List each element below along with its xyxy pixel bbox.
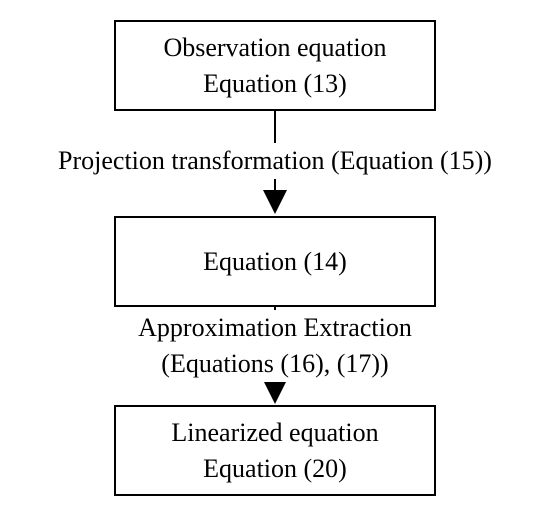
arrow-2-head [263, 380, 287, 404]
approximation-extraction-label: Approximation Extraction (Equations (16)… [0, 310, 550, 382]
projection-transformation-label: Projection transformation (Equation (15)… [0, 143, 550, 179]
approximation-extraction-refs: (Equations (16), (17)) [159, 349, 391, 378]
observation-equation-box: Observation equation Equation (13) [114, 20, 436, 111]
equation-14-title: Equation (14) [203, 246, 347, 276]
approximation-extraction-text: Approximation Extraction [136, 313, 414, 342]
linearized-equation-box: Linearized equation Equation (20) [114, 405, 436, 496]
arrow-1-head [263, 190, 287, 214]
linearized-equation-ref: Equation (20) [203, 453, 347, 483]
observation-equation-ref: Equation (13) [203, 68, 347, 98]
projection-transformation-text: Projection transformation (Equation (15)… [56, 146, 494, 175]
observation-equation-title: Observation equation [163, 32, 387, 62]
equation-14-box: Equation (14) [114, 216, 436, 307]
linearized-equation-title: Linearized equation [171, 417, 379, 447]
